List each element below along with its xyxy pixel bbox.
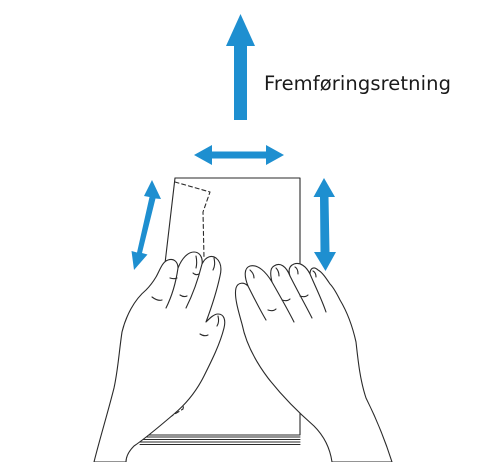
left-vertical-guide-arrow-icon [131,180,161,270]
left-hand [93,251,226,462]
feed-direction-arrow-icon [226,14,255,120]
right-vertical-guide-arrow-icon [313,178,336,271]
feed-direction-label: Fremføringsretning [264,72,452,95]
right-hand [234,262,393,462]
horizontal-guide-arrow-icon [194,145,284,165]
